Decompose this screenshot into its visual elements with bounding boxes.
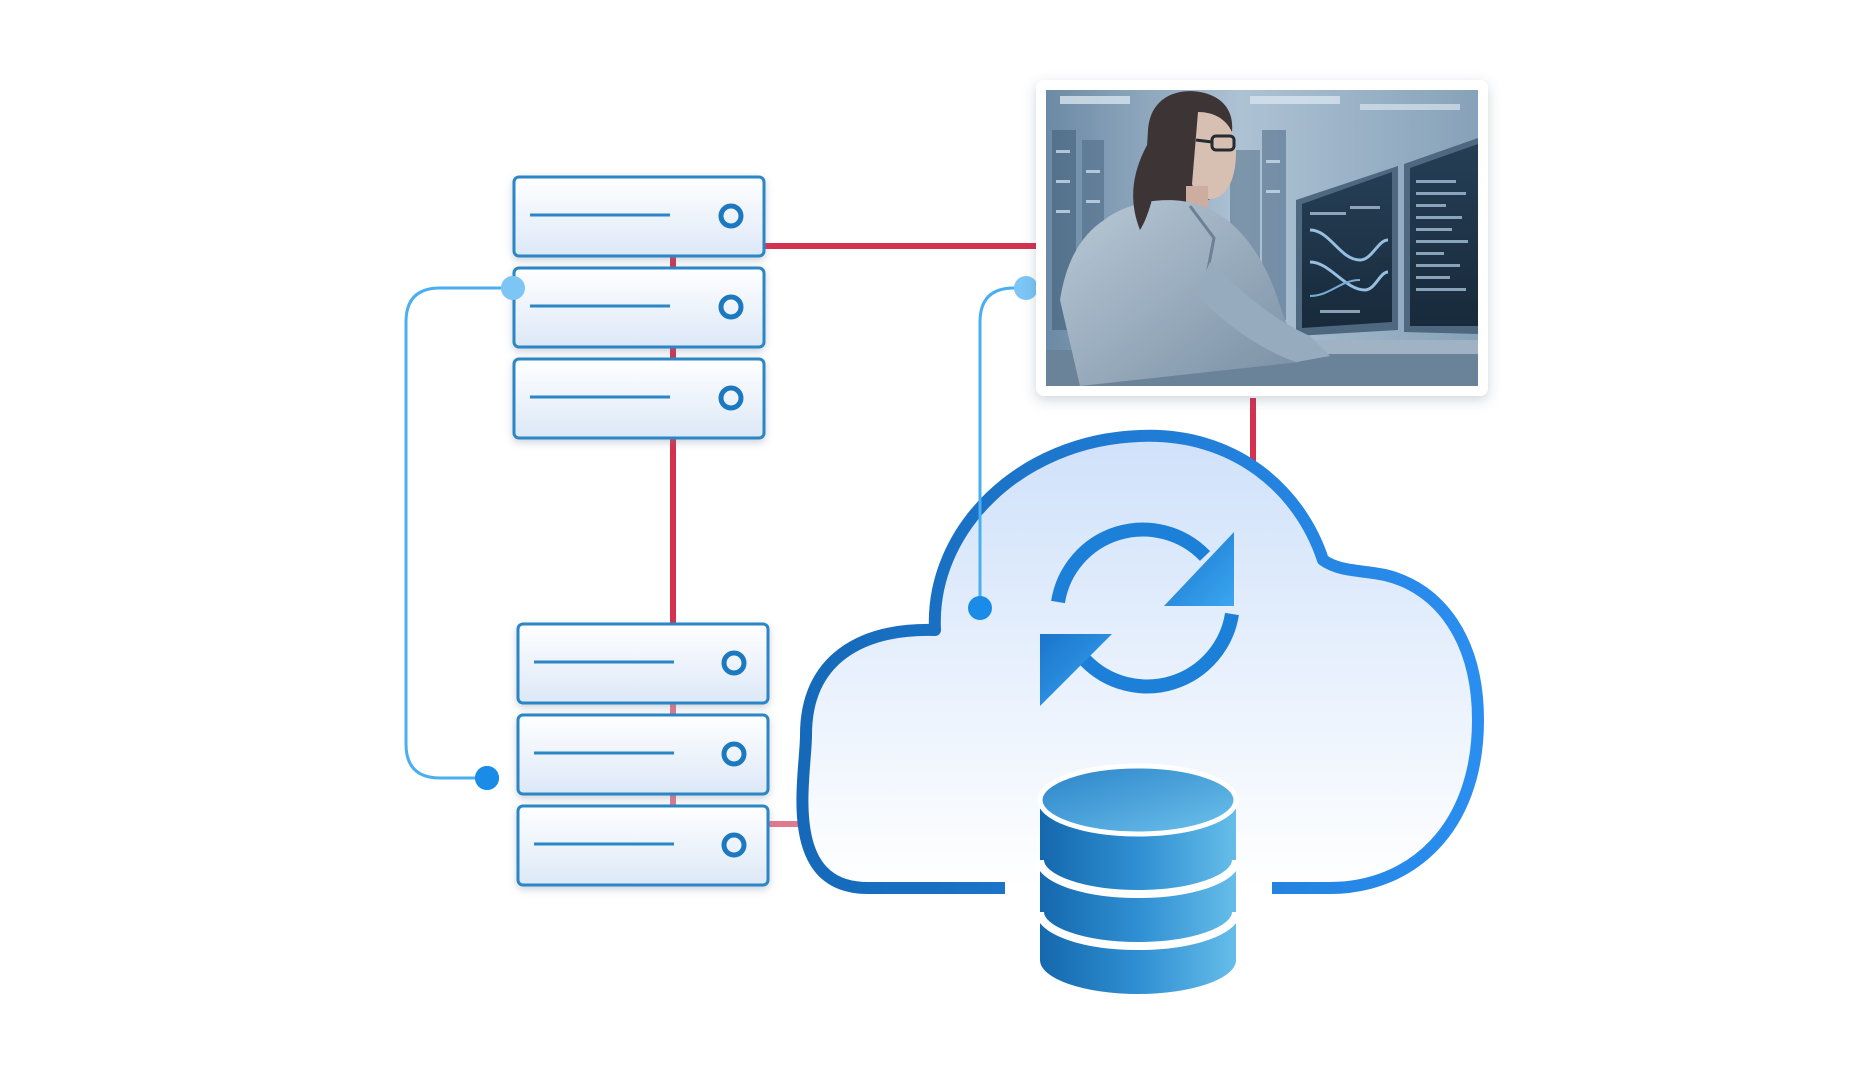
database-cylinder-icon: [1036, 763, 1240, 994]
sync-arrows-icon: [1040, 522, 1239, 706]
node-dot-cloud: [968, 596, 992, 620]
server-unit: [516, 622, 770, 705]
sync-arrowhead-top: [1164, 532, 1234, 606]
server-unit: [512, 175, 766, 258]
sync-arrowhead-bottom: [1040, 634, 1112, 706]
node-dot-top-stack-front: [501, 276, 525, 300]
node-dot-photo: [1014, 276, 1038, 300]
server-unit: [516, 804, 770, 887]
monitor-left: [1296, 166, 1398, 336]
server-rack-icon: [512, 175, 766, 440]
monitor-right: [1404, 138, 1478, 334]
cloud-icon: [796, 429, 1484, 894]
server-unit: [512, 266, 766, 349]
server-unit: [512, 357, 766, 440]
server-rack-icon: [516, 622, 770, 887]
node-dot-bottom-stack-front: [475, 766, 499, 790]
blue-link-photo: [968, 276, 1038, 620]
blue-link-stacks: [404, 276, 525, 790]
operator-at-monitors-photo: [1036, 80, 1488, 396]
operator-figure: [1060, 91, 1330, 386]
server-unit: [516, 713, 770, 796]
